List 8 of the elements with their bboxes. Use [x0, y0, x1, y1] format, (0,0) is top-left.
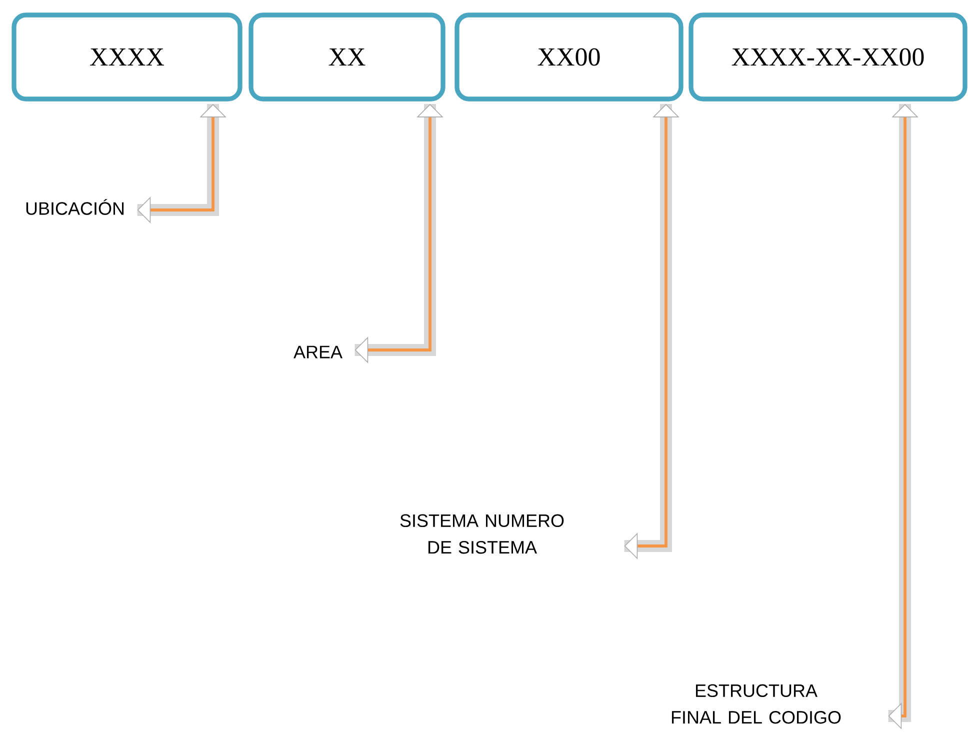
code-box: XXXX-XX-XX00: [688, 12, 968, 102]
code-box: XX: [248, 12, 446, 102]
label-text: ESTRUCTURA FINAL DEL CODIGO: [672, 684, 841, 724]
label-text: SISTEMA NUMERO DE SISTEMA: [400, 514, 564, 554]
label-text: AREA: [294, 346, 342, 358]
label-text: UBICACIÓN: [26, 199, 124, 215]
code-box: XX00: [454, 12, 684, 102]
code-box: XXXX: [12, 12, 242, 102]
